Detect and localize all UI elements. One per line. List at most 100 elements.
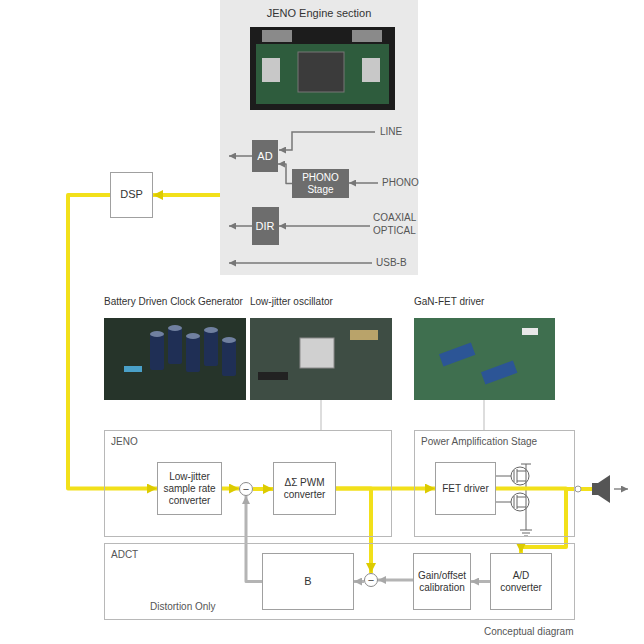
photo-ground (250, 27, 395, 110)
box-text: B (304, 575, 311, 588)
output-wire (566, 487, 592, 491)
feedback-connector (378, 579, 413, 582)
group-heading: Distortion Only (150, 601, 216, 612)
box-text: AD (257, 150, 272, 163)
signal-connector (68, 195, 157, 489)
ground-symbol (520, 530, 532, 536)
label-anchor: Low-jitter oscillator (250, 296, 333, 307)
label-anchor: USB-B (376, 257, 407, 268)
capacitor (204, 330, 218, 366)
label-anchor: OPTICAL (373, 225, 416, 236)
output-wire (229, 225, 252, 227)
speaker-symbol (598, 475, 610, 503)
capacitor-top (222, 337, 236, 343)
box-text: − (243, 484, 249, 495)
capacitor (222, 340, 236, 376)
box-text: Gain/offset calibration (417, 570, 467, 594)
process-box: B (262, 553, 354, 610)
capacitor-top (150, 331, 164, 337)
gan-fet (481, 361, 517, 385)
capacitor (186, 336, 200, 372)
component (258, 372, 288, 380)
capacitor-top (168, 325, 182, 331)
speaker-symbol (592, 483, 598, 495)
label-anchor: PHONO (382, 177, 419, 188)
process-box: FET driver (435, 462, 496, 515)
input-wire (229, 262, 372, 264)
engine-photo (250, 27, 395, 110)
connector (262, 30, 292, 42)
capacitor (150, 334, 164, 370)
converter-block: AD (252, 140, 278, 172)
box-text: A/D converter (494, 570, 548, 594)
oscillator-photo (250, 318, 392, 400)
group-heading: JENO (111, 436, 138, 447)
group-box: JENO Low-jitter sample rate converter − ΔΣ … (104, 430, 392, 537)
component (522, 328, 538, 335)
process-box: ΔΣ PWM converter (273, 462, 336, 515)
signal-connector (253, 487, 273, 491)
process-box: DSP (110, 172, 153, 218)
component (262, 58, 280, 82)
diagram-caption: Conceptual diagram (484, 626, 574, 637)
input-label: LINE (380, 126, 402, 137)
photo-ground (104, 318, 246, 400)
chip (298, 52, 344, 92)
sound-arrow (614, 488, 628, 490)
caption-anchor: Conceptual diagram (484, 626, 574, 637)
group-heading: ADCT (111, 549, 138, 560)
box-text: FET driver (442, 483, 489, 495)
output-wire (229, 155, 252, 157)
summing-junction: − (239, 482, 253, 496)
gan-fet (439, 343, 475, 367)
supply-rail (521, 464, 531, 530)
box-text: Low-jitter sample rate converter (161, 471, 218, 507)
input-label: COAXIAL (373, 212, 416, 223)
feedback-connector (246, 496, 262, 582)
transistor-symbol (496, 464, 532, 536)
group-box: Power Amplification StageFET driver (414, 430, 575, 537)
box-text: − (368, 575, 374, 586)
capacitor-top (204, 327, 218, 333)
box-text: DSP (120, 188, 143, 201)
group-heading: JENO Engine section (267, 7, 372, 19)
photo-caption: Low-jitter oscillator (250, 296, 333, 307)
receiver-block: DIR (252, 207, 279, 245)
connector (352, 30, 382, 42)
component (350, 330, 378, 340)
capacitor-top (186, 333, 200, 339)
circuit-board (256, 44, 389, 104)
group-box: ADCT Distortion Only B − Gain/offset calibra… (104, 543, 575, 620)
crystal (300, 338, 334, 368)
input-label: USB-B (376, 257, 407, 268)
box-text: PHONO Stage (295, 172, 346, 195)
group-heading: Power Amplification Stage (421, 436, 537, 447)
signal-connector (222, 487, 239, 491)
feedback-connector (278, 164, 292, 184)
input-wire (349, 182, 378, 184)
feedback-connector (354, 580, 364, 583)
summing-junction: − (364, 573, 378, 587)
process-box: Low-jitter sample rate converter (157, 462, 222, 515)
feedback-connector (471, 580, 490, 583)
label-anchor: GaN-FET driver (414, 296, 484, 307)
label-anchor: Battery Driven Clock Generator (104, 296, 243, 307)
signal-connector (153, 193, 220, 197)
input-wire (279, 132, 375, 150)
box-text: ΔΣ PWM converter (277, 477, 332, 501)
input-label: PHONO (382, 177, 419, 188)
label-anchor: LINE (380, 126, 402, 137)
box-text: DIR (256, 220, 275, 233)
clock-photo (104, 318, 246, 400)
photo-caption: GaN-FET driver (414, 296, 484, 307)
process-box: A/D converter (490, 553, 552, 610)
label-anchor: COAXIAL (373, 212, 416, 223)
resistor (124, 366, 142, 372)
phono-stage-block: PHONO Stage (292, 169, 349, 198)
gan-photo (414, 318, 555, 400)
photo-caption: Battery Driven Clock Generator (104, 296, 243, 307)
junction-dot (575, 486, 581, 492)
